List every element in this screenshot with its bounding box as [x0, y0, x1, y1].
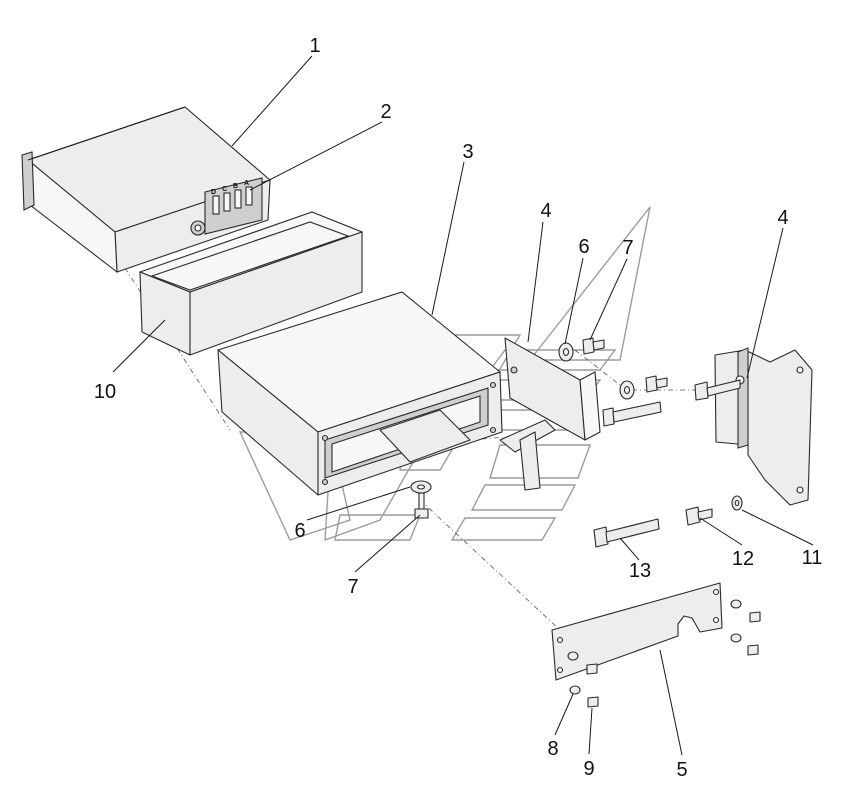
callout-13: 13 — [629, 560, 651, 582]
part-7-bolt-upper — [582, 337, 605, 355]
part-4-bracket-left — [499, 337, 601, 491]
leader-lines — [112, 55, 814, 756]
connector-pin-c: C — [222, 186, 227, 193]
part-6-washer-lower — [410, 480, 432, 494]
callout-7-lower: 7 — [347, 576, 358, 598]
part-13-long-bolt — [593, 518, 660, 548]
callout-11: 11 — [802, 547, 823, 569]
part-11-washer — [731, 495, 743, 511]
callout-9: 9 — [583, 758, 594, 780]
callout-7-upper: 7 — [622, 237, 633, 259]
callout-4-right: 4 — [777, 207, 788, 229]
callout-5: 5 — [676, 759, 687, 781]
callout-labels: 1 2 3 4 6 7 4 10 6 7 11 12 13 5 8 9 — [94, 35, 823, 781]
washer-mid — [619, 380, 635, 400]
part-9-screws — [586, 611, 761, 708]
part-10-sleeve — [138, 211, 364, 356]
callout-3: 3 — [462, 141, 473, 163]
part-4-mounting-plate — [694, 347, 813, 506]
part-6-washer-upper — [558, 342, 574, 362]
part-12-bolt — [685, 506, 713, 526]
callout-4-left: 4 — [540, 200, 551, 222]
callout-6-upper: 6 — [578, 236, 589, 258]
callout-8: 8 — [547, 738, 558, 760]
part-5-base-plate — [551, 582, 723, 681]
part-1-display-unit: D C B A — [21, 106, 271, 274]
part-8-washers — [567, 599, 742, 695]
connector-pin-b: B — [233, 183, 238, 190]
callout-6-lower: 6 — [294, 520, 305, 542]
part-3-housing — [216, 291, 503, 496]
connector-pin-d: D — [211, 189, 216, 196]
callout-10: 10 — [94, 381, 116, 403]
part-7-bolt-lower — [414, 492, 429, 519]
connector-pin-a: A — [244, 180, 249, 187]
callout-1: 1 — [309, 35, 320, 57]
callout-2: 2 — [380, 101, 391, 123]
long-bolt-mid — [602, 401, 662, 427]
callout-12: 12 — [732, 548, 754, 570]
bolt-mid — [645, 375, 668, 393]
